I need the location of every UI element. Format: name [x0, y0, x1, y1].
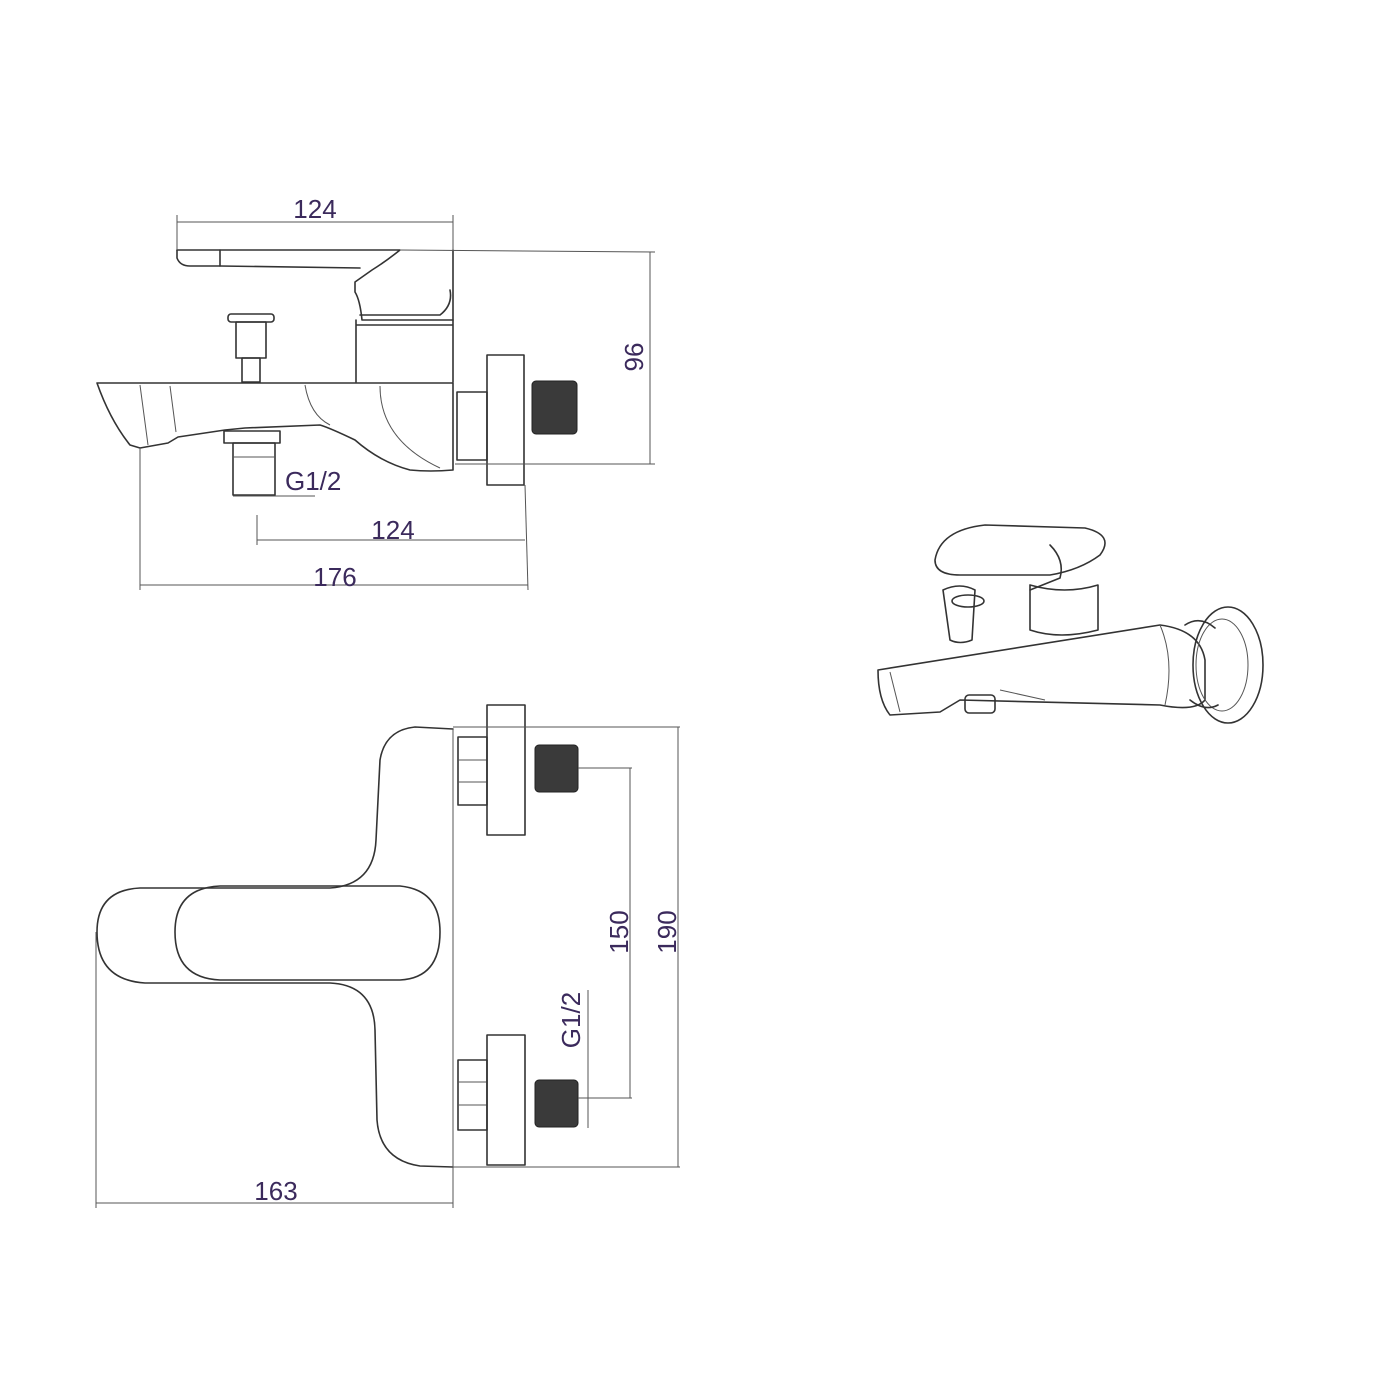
- thread-top-lower: [534, 1079, 579, 1128]
- dimensions-side: 124 96 G1/2 124 176: [139, 194, 656, 592]
- dim-outlet-thread: G1/2: [285, 466, 341, 496]
- lever-side: [176, 249, 454, 321]
- wall-connector-top-upper: [457, 704, 579, 836]
- side-view: 124 96 G1/2 124 176: [96, 194, 656, 592]
- dim-total-depth-side: 176: [313, 562, 356, 592]
- dim-total-depth-top: 163: [254, 1176, 297, 1206]
- dimensions-top: 163 150 190 G1/2: [95, 726, 682, 1208]
- dim-lever-width: 124: [293, 194, 336, 224]
- perspective-view: [877, 524, 1264, 724]
- dim-outlet-to-wall: 124: [371, 515, 414, 545]
- dim-inlet-thread: G1/2: [556, 992, 586, 1048]
- body-column: [355, 249, 454, 383]
- dim-flange-span: 190: [652, 910, 682, 953]
- diverter-knob: [227, 313, 275, 383]
- dim-inlet-spacing: 150: [604, 910, 634, 953]
- wall-connector-side: [456, 354, 578, 486]
- thread-side: [531, 380, 578, 435]
- spout-body: [96, 382, 454, 472]
- body-top: [96, 726, 454, 1168]
- wall-connector-top-lower: [457, 1034, 579, 1166]
- thread-top-upper: [534, 744, 579, 793]
- top-view: 163 150 190 G1/2: [95, 704, 682, 1208]
- dim-height: 96: [619, 343, 649, 372]
- bath-outlet: [223, 430, 281, 496]
